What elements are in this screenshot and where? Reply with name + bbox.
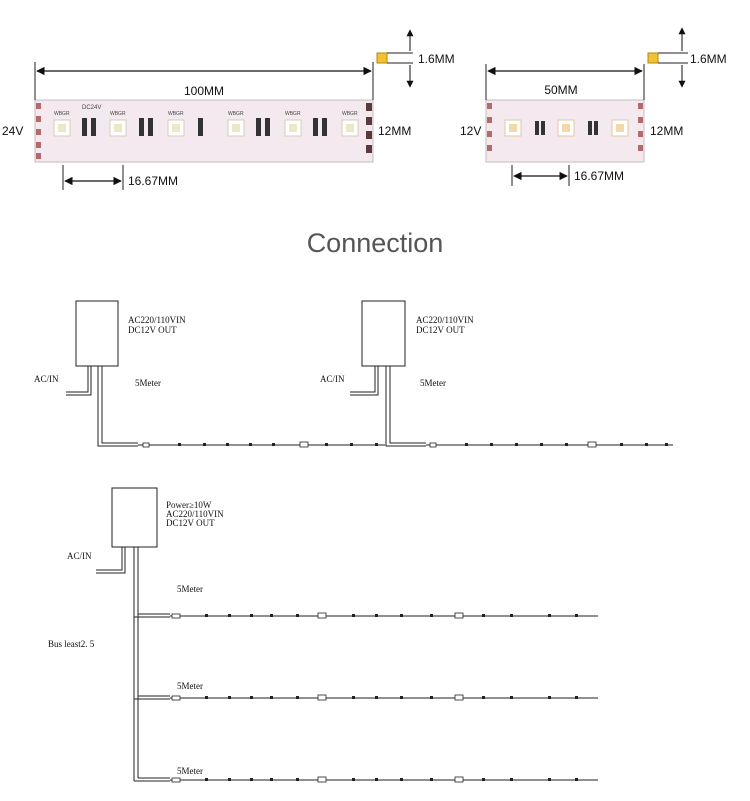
strip-short-voltage-label: 12V: [460, 124, 481, 138]
strip-long-thickness-tab: [376, 52, 388, 64]
strip-long-pitch-label: 16.67MM: [128, 174, 178, 188]
strip-long-right-pads: [366, 103, 372, 153]
pcb-led-print: WBGR: [342, 111, 358, 117]
strip-run-marks: [142, 441, 378, 448]
psu-output-spec: DC12V OUT: [128, 325, 177, 335]
connection-section-title: Connection: [307, 228, 444, 258]
run-length-label: 5Meter: [177, 766, 203, 776]
strip-long-drawing: DC24V WBGR WBGR WBGR WBGR WBGR WBGR: [34, 99, 374, 163]
strip-long-resistors: [82, 118, 327, 136]
strip-long-width-label: 12MM: [378, 124, 411, 138]
ac-input-label: AC/IN: [320, 374, 345, 384]
psu-input-spec: AC220/110VIN: [416, 315, 474, 325]
pcb-led-print: WBGR: [228, 111, 244, 117]
run-length-label: 5Meter: [420, 378, 446, 388]
strip-short-pitch-label: 16.67MM: [574, 169, 624, 183]
pcb-led-print: WBGR: [285, 111, 301, 117]
strip-short-leds: [504, 119, 629, 137]
strip-run-marks: [171, 776, 578, 783]
strip-short-length-label: 50MM: [544, 83, 577, 97]
power-supply-box: [75, 300, 119, 367]
ac-input-label: AC/IN: [67, 551, 92, 561]
run-length-label: 5Meter: [135, 378, 161, 388]
dc-output-wire: [97, 366, 138, 447]
psu-power-spec: Power≥10W: [166, 500, 212, 510]
strip-short-left-pads: [487, 103, 492, 151]
bus-gauge-label: Bus least2. 5: [48, 639, 95, 649]
strip-short-width-label: 12MM: [650, 124, 683, 138]
ac-input-wire: [96, 547, 123, 571]
connection-top-right: AC220/110VIN DC12V OUT AC/IN 5Meter: [320, 300, 673, 448]
ac-input-wire: [66, 366, 89, 393]
pcb-led-print: WBGR: [168, 111, 184, 117]
dc-output-wire: [389, 366, 426, 444]
strip-long-length-label: 100MM: [184, 84, 224, 98]
connection-top-left: AC220/110VIN DC12V OUT AC/IN 5Meter: [34, 300, 385, 448]
strip-long-left-pads: [36, 103, 41, 159]
run-length-label: 5Meter: [177, 584, 203, 594]
ac-input-wire: [96, 547, 126, 574]
strip-long-voltage-label: 24V: [2, 124, 23, 138]
strip-run-marks: [429, 441, 668, 448]
connection-bus: Power≥10W AC220/110VIN DC12V OUT AC/IN B…: [48, 487, 598, 783]
dc-output-wire: [385, 366, 426, 447]
strip-long-leds: [53, 119, 359, 137]
strip-short-resistors: [535, 121, 598, 135]
strip-short-right-pads: [638, 103, 643, 151]
strip-long-thickness-label: 1.6MM: [418, 52, 455, 66]
run-length-label: 5Meter: [177, 681, 203, 691]
ac-input-wire: [350, 366, 379, 396]
ac-input-wire: [66, 366, 92, 396]
psu-input-spec: AC220/110VIN: [166, 509, 224, 519]
power-supply-box: [111, 487, 158, 548]
psu-input-spec: AC220/110VIN: [128, 315, 186, 325]
pcb-voltage-print: DC24V: [82, 105, 101, 111]
strip-short-thickness-label: 1.6MM: [690, 52, 727, 66]
ac-input-wire: [350, 366, 376, 393]
dc-output-wire: [101, 366, 138, 444]
psu-output-spec: DC12V OUT: [416, 325, 465, 335]
ac-input-label: AC/IN: [34, 374, 59, 384]
strip-short-thickness-tab: [647, 52, 659, 64]
strip-short-drawing: [485, 99, 645, 163]
strip-run-marks: [171, 694, 578, 701]
psu-output-spec: DC12V OUT: [166, 518, 215, 528]
strip-run-marks: [171, 612, 578, 619]
pcb-led-print: WBGR: [110, 111, 126, 117]
power-supply-box: [361, 300, 406, 367]
pcb-led-print: WBGR: [54, 111, 70, 117]
